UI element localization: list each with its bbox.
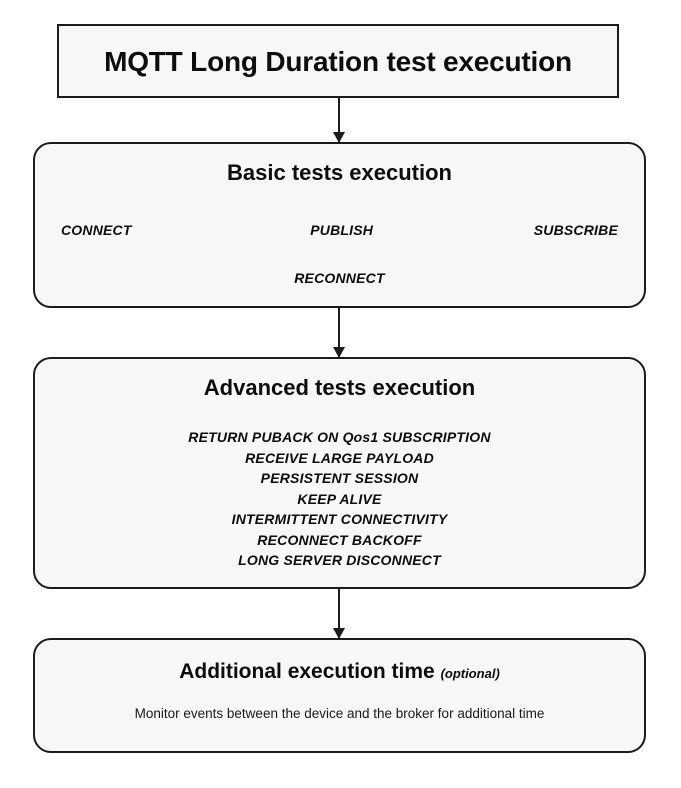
test-item-reconnect-backoff: RECONNECT BACKOFF	[257, 531, 422, 548]
advanced-tests-list: RETURN PUBACK ON Qos1 SUBSCRIPTION RECEI…	[35, 427, 644, 571]
basic-tests-row: CONNECT PUBLISH SUBSCRIBE	[61, 222, 618, 238]
test-item-receive-large-payload: RECEIVE LARGE PAYLOAD	[245, 449, 434, 466]
test-item-keep-alive: KEEP ALIVE	[297, 490, 382, 507]
node-advanced-tests: Advanced tests execution RETURN PUBACK O…	[33, 357, 646, 589]
test-item-persistent-session: PERSISTENT SESSION	[260, 470, 419, 486]
test-item-subscribe: SUBSCRIBE	[533, 222, 618, 238]
test-item-return-puback-qos1: RETURN PUBACK ON Qos1 SUBSCRIPTION	[188, 429, 491, 445]
test-item-connect: CONNECT	[61, 222, 132, 238]
test-item-intermittent-connectivity: INTERMITTENT CONNECTIVITY	[231, 511, 448, 527]
basic-tests-center-row: RECONNECT	[35, 270, 644, 288]
optional-tag: (optional)	[440, 666, 500, 681]
root-title-label: MQTT Long Duration test execution	[104, 46, 572, 77]
basic-tests-title: Basic tests execution	[227, 160, 452, 185]
arrow-advanced-to-extra	[333, 589, 345, 639]
test-item-long-server-disconnect: LONG SERVER DISCONNECT	[238, 552, 441, 568]
arrow-basic-to-advanced	[333, 308, 345, 358]
node-root-title: MQTT Long Duration test execution	[57, 24, 619, 98]
additional-time-title: Additional execution time (optional)	[35, 660, 644, 684]
additional-time-description: Monitor events between the device and th…	[134, 706, 545, 721]
test-item-reconnect: RECONNECT	[294, 270, 385, 286]
node-basic-tests: Basic tests execution CONNECT PUBLISH SU…	[33, 142, 646, 308]
node-additional-execution-time: Additional execution time (optional) Mon…	[33, 638, 646, 753]
test-item-publish: PUBLISH	[310, 222, 374, 238]
advanced-tests-title: Advanced tests execution	[203, 375, 476, 400]
additional-time-title-main: Additional execution time	[179, 660, 435, 683]
arrow-root-to-basic	[333, 98, 345, 143]
